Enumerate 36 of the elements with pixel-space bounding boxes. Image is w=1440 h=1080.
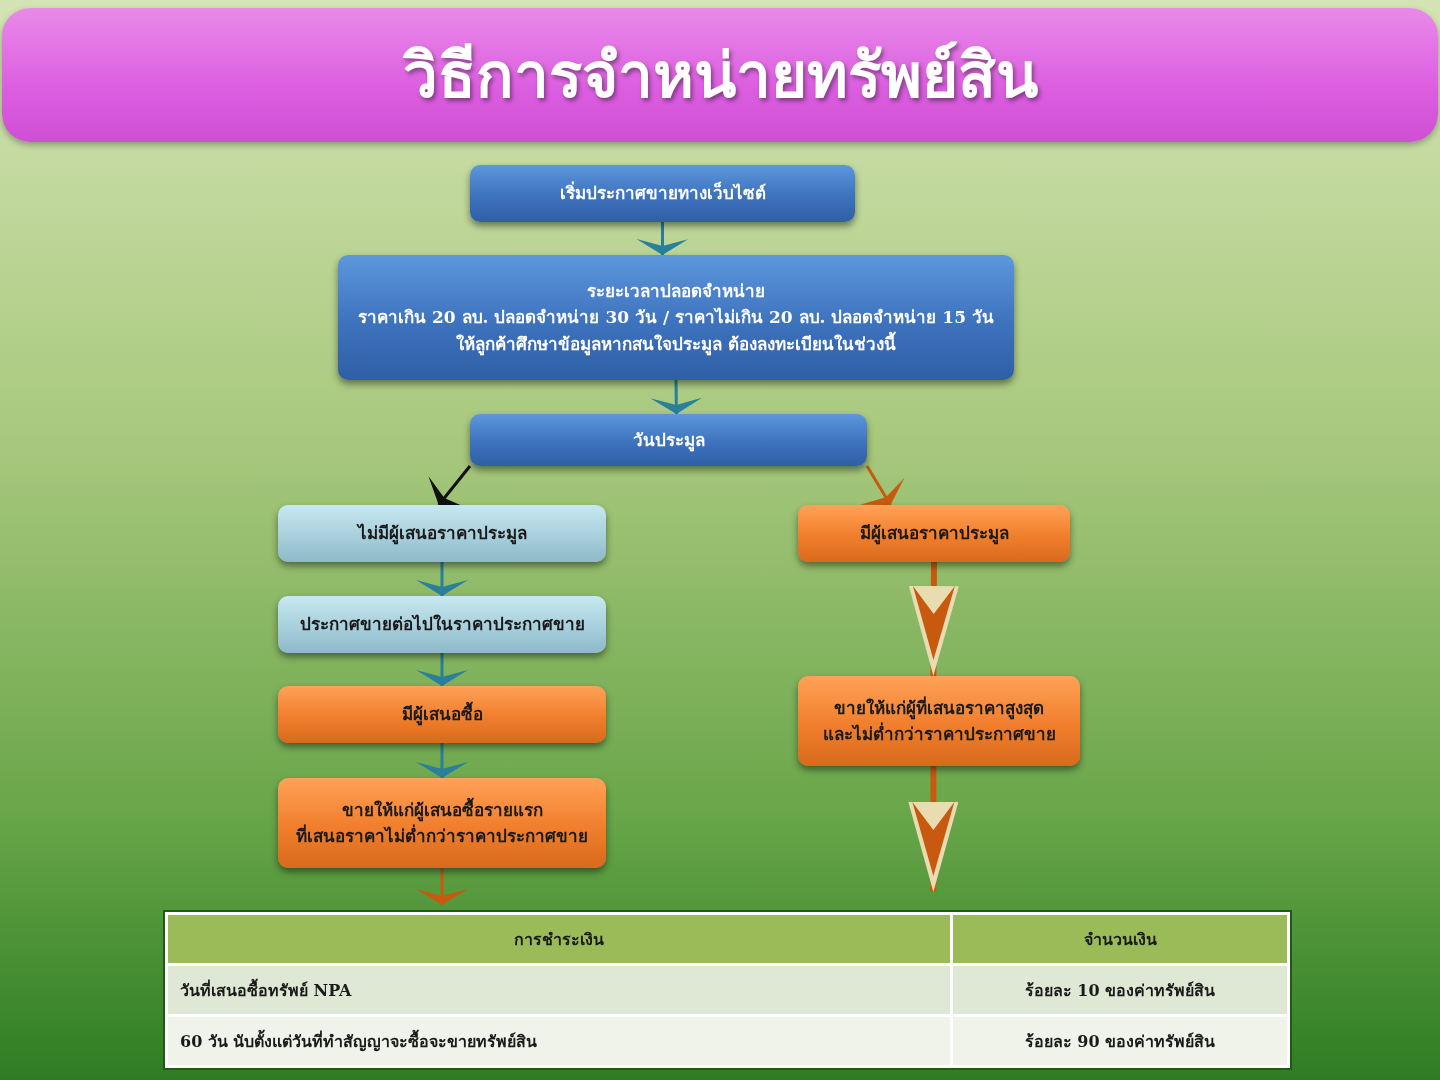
process-box	[278, 596, 606, 653]
node-text: ประกาศขายต่อไปในราคาประกาศขาย	[299, 613, 585, 637]
process-box	[278, 686, 606, 743]
node-text: ให้ลูกค้าศึกษาข้อมูลหากสนใจประมูล ต้องลงทะเบียนในช่วงนี้	[456, 330, 896, 357]
table-cell: วันที่เสนอซื้อทรัพย์ NPA	[166, 964, 952, 1016]
arrow	[908, 561, 959, 677]
title: วิธีการจำหน่ายทรัพย์สิน	[402, 38, 1038, 114]
table-header-cell: การชำระเงิน	[166, 913, 952, 965]
process-box	[470, 414, 867, 466]
node-text: ขายให้แก่ผู้ที่เสนอราคาสูงสุด และไม่ต่ำกว่าราคาประกาศขาย	[821, 695, 1057, 746]
process-box	[338, 255, 1014, 380]
arrow	[416, 653, 468, 686]
node-text: มีผู้เสนอซื้อ	[401, 701, 483, 728]
node-text: ไม่มีผู้เสนอราคาประมูล	[357, 522, 527, 547]
arrow	[416, 743, 468, 778]
node-text: ราคาเกิน 20 ลบ. ปลอดจำหน่าย 30 วัน / ราคาไม่เกิน 20 ลบ. ปลอดจำหน่าย 15 วัน	[358, 306, 994, 330]
table-cell: ร้อยละ 90 ของค่าทรัพย์สิน	[951, 1015, 1289, 1067]
node-text: วันประมูล	[632, 428, 705, 454]
arrow	[416, 868, 468, 905]
process-box	[278, 778, 606, 868]
arrow	[416, 562, 468, 596]
node-text: มีผู้เสนอราคาประมูล	[859, 522, 1009, 547]
process-box	[278, 505, 606, 562]
process-box	[470, 165, 855, 222]
arrow	[859, 465, 905, 506]
table-header-cell: จำนวนเงิน	[951, 913, 1289, 965]
arrow	[908, 766, 959, 892]
node-text: ขายให้แก่ผู้เสนอซื้อรายแรก ที่เสนอราคาไม่ต่ำกว่าราคาประกาศขาย	[295, 796, 589, 848]
process-box	[798, 676, 1080, 766]
arrow	[636, 222, 689, 255]
node-text: ระยะเวลาปลอดจำหน่าย	[587, 280, 765, 303]
table-cell: ร้อยละ 10 ของค่าทรัพย์สิน	[951, 964, 1289, 1016]
arrow	[650, 379, 703, 415]
table-cell: 60 วัน นับตั้งแต่วันที่ทำสัญญาจะซื้อจะขายทรัพย์สิน	[166, 1015, 952, 1067]
process-box	[798, 505, 1070, 562]
node-text: เริ่มประกาศขายทางเว็บไซต์	[559, 180, 766, 206]
